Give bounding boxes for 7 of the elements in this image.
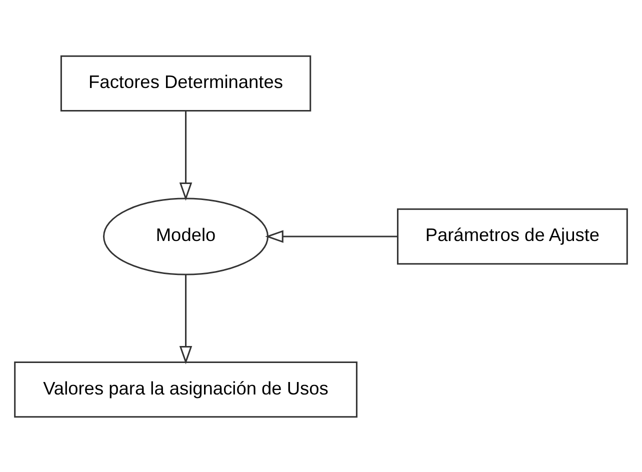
node-box: Valores para la asignación de Usos <box>14 360 358 418</box>
arrow <box>179 110 192 200</box>
node-box: Factores Determinantes <box>60 54 312 112</box>
arrow <box>265 230 398 242</box>
node-box: Parámetros de Ajuste <box>396 208 628 264</box>
node-ellipse: Modelo <box>103 197 269 275</box>
arrow <box>179 274 192 364</box>
